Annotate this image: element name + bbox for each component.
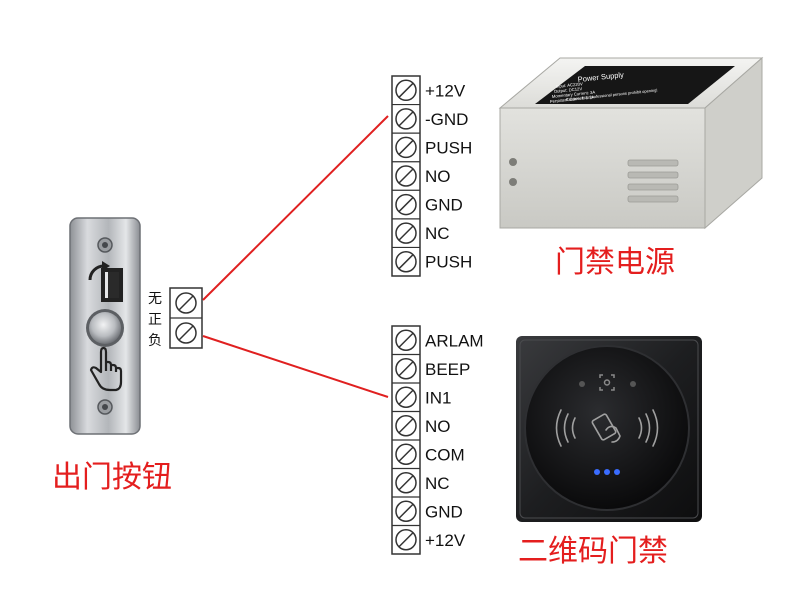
wire-to-reader-in1 <box>202 335 389 398</box>
power-supply-terminal-label: PUSH <box>425 253 472 272</box>
power-supply-terminal-label: PUSH <box>425 138 472 157</box>
terminal-screw-icon <box>395 136 417 159</box>
nfc-card-icon <box>555 409 659 447</box>
power-supply-terminal-label: NO <box>425 167 451 186</box>
terminal-screw-icon <box>395 415 417 437</box>
terminal-screw-icon <box>395 329 417 351</box>
power-supply-terminal-label: GND <box>425 196 463 215</box>
qr-reader-terminal-label: COM <box>425 445 465 464</box>
qr-reader-terminal-label: BEEP <box>425 360 470 379</box>
power-supply-label-line: Persistent Current: 1.5A <box>550 94 595 104</box>
power-supply-label-line: Momentary Current: 3A <box>552 89 596 99</box>
power-supply-label: Power Supply Input: AC220V Output: DC12V… <box>535 66 735 104</box>
vent-louvers <box>627 159 679 203</box>
terminal-screw-icon <box>395 108 417 130</box>
power-supply-device: Power Supply Input: AC220V Output: DC12V… <box>498 56 764 230</box>
power-supply-caption: 门禁电源 <box>555 245 675 280</box>
terminal-screw-icon <box>395 500 417 522</box>
exit-button-caption: 出门按钮 <box>52 460 172 495</box>
terminal-screw-icon <box>395 79 417 102</box>
power-supply-label-line: Input: AC220V <box>556 81 584 89</box>
qr-reader-caption: 二维码门禁 <box>518 534 668 569</box>
qr-reader-terminal-label: IN1 <box>425 388 451 407</box>
terminal-screw-icon <box>395 358 417 380</box>
exit-button-terminal-block <box>169 287 203 349</box>
status-led-icon <box>594 469 620 475</box>
qr-reader-terminal-label: +12V <box>425 531 466 550</box>
terminal-screw-icon <box>175 292 197 314</box>
terminal-screw-icon <box>395 472 417 494</box>
wire-to-power-push <box>202 115 389 301</box>
terminal-screw-icon <box>175 322 197 344</box>
terminal-screw-icon <box>395 529 417 551</box>
power-supply-terminal-label: +12V <box>425 81 466 100</box>
push-button-icon <box>86 309 124 347</box>
power-supply-terminal-label: NC <box>425 224 450 243</box>
terminal-note-char: 无 <box>148 291 162 307</box>
power-supply-label-line: Output: DC12V <box>554 86 583 94</box>
power-supply-terminal-label: -GND <box>425 110 468 129</box>
terminal-screw-icon <box>395 443 417 465</box>
power-supply-terminal-block: +12V -GND PUSH NO GND NC PUSH <box>391 75 472 277</box>
terminal-note-char: 负 <box>148 333 162 349</box>
terminal-screw-icon <box>395 222 417 244</box>
exit-button-device <box>69 217 141 435</box>
qr-reader-terminal-label: NO <box>425 417 451 436</box>
terminal-screw-icon <box>395 165 417 187</box>
qr-reader-terminal-label: NC <box>425 474 450 493</box>
wires <box>202 115 389 398</box>
terminal-screw-icon <box>395 386 417 408</box>
scan-frame-icon <box>599 374 615 391</box>
qr-reader-device <box>516 336 702 522</box>
hand-press-icon <box>89 346 123 392</box>
terminal-screw-icon <box>395 250 417 273</box>
qr-reader-terminal-label: GND <box>425 502 463 521</box>
terminal-note-char: 正 <box>148 312 162 328</box>
door-exit-icon <box>88 261 123 302</box>
qr-reader-terminal-label: ARLAM <box>425 331 484 350</box>
terminal-screw-icon <box>395 193 417 216</box>
